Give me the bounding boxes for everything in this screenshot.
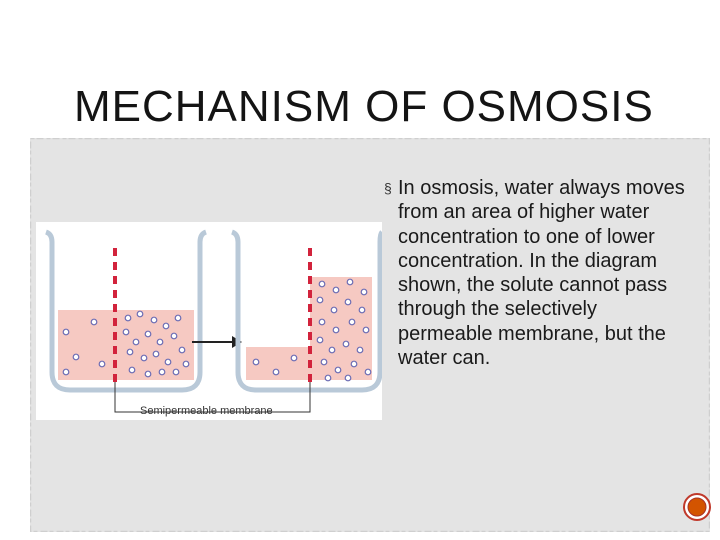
- solute-particle: [178, 346, 186, 354]
- solute-particle: [170, 332, 178, 340]
- solute-particle: [158, 368, 166, 376]
- solute-particle: [330, 306, 338, 314]
- solute-particle: [316, 296, 324, 304]
- bullet-marker: §: [384, 180, 392, 196]
- beaker-after-glass: [231, 229, 382, 393]
- solute-particle: [144, 370, 152, 378]
- solute-particle: [90, 318, 98, 326]
- solute-particle: [144, 330, 152, 338]
- solute-particle: [364, 368, 372, 376]
- solute-particle: [62, 328, 70, 336]
- solute-particle: [334, 366, 342, 374]
- beaker-before-liquid: [58, 310, 194, 380]
- osmosis-diagram: [36, 222, 382, 420]
- solute-particle: [362, 326, 370, 334]
- circular-nav-icon[interactable]: [682, 492, 712, 522]
- solute-particle: [350, 360, 358, 368]
- solute-particle: [126, 348, 134, 356]
- osmosis-diagram-svg: [45, 229, 382, 413]
- solute-particle: [172, 368, 180, 376]
- solute-particle: [356, 346, 364, 354]
- solute-particle: [150, 316, 158, 324]
- solute-particle: [182, 360, 190, 368]
- solute-particle: [318, 280, 326, 288]
- solutes-after: [252, 278, 372, 382]
- solute-particle: [348, 318, 356, 326]
- solute-particle: [164, 358, 172, 366]
- solute-particle: [320, 358, 328, 366]
- solute-particle: [152, 350, 160, 358]
- solute-particle: [346, 278, 354, 286]
- solute-particle: [358, 306, 366, 314]
- solute-particle: [290, 354, 298, 362]
- bullet-text: In osmosis, water always moves from an a…: [398, 177, 685, 370]
- solute-particle: [318, 318, 326, 326]
- solute-particle: [136, 310, 144, 318]
- solute-particle: [328, 346, 336, 354]
- solute-particle: [124, 314, 132, 322]
- slide-title: MECHANISM OF OSMOSIS: [74, 82, 654, 131]
- solute-particle: [156, 338, 164, 346]
- membrane-label-bracket: [114, 382, 311, 413]
- solute-particle: [344, 298, 352, 306]
- solute-particle: [332, 286, 340, 294]
- solute-particle: [344, 374, 352, 382]
- beaker-after: [231, 229, 382, 393]
- solute-particle: [132, 338, 140, 346]
- membrane-label: Semipermeable membrane: [140, 405, 273, 417]
- solute-particle: [342, 340, 350, 348]
- solutes-before: [62, 310, 190, 378]
- beaker-before-glass: [45, 229, 207, 393]
- solute-particle: [324, 374, 332, 382]
- solute-particle: [140, 354, 148, 362]
- solute-particle: [252, 358, 260, 366]
- solute-particle: [128, 366, 136, 374]
- solute-particle: [272, 368, 280, 376]
- solute-particle: [72, 353, 80, 361]
- solute-particle: [316, 336, 324, 344]
- solute-particle: [62, 368, 70, 376]
- beaker-before: [45, 229, 207, 393]
- solute-particle: [360, 288, 368, 296]
- solute-particle: [162, 322, 170, 330]
- solute-particle: [98, 360, 106, 368]
- panel-rough-edge: [30, 138, 710, 532]
- solute-particle: [122, 328, 130, 336]
- solute-particle: [332, 326, 340, 334]
- solute-particle: [174, 314, 182, 322]
